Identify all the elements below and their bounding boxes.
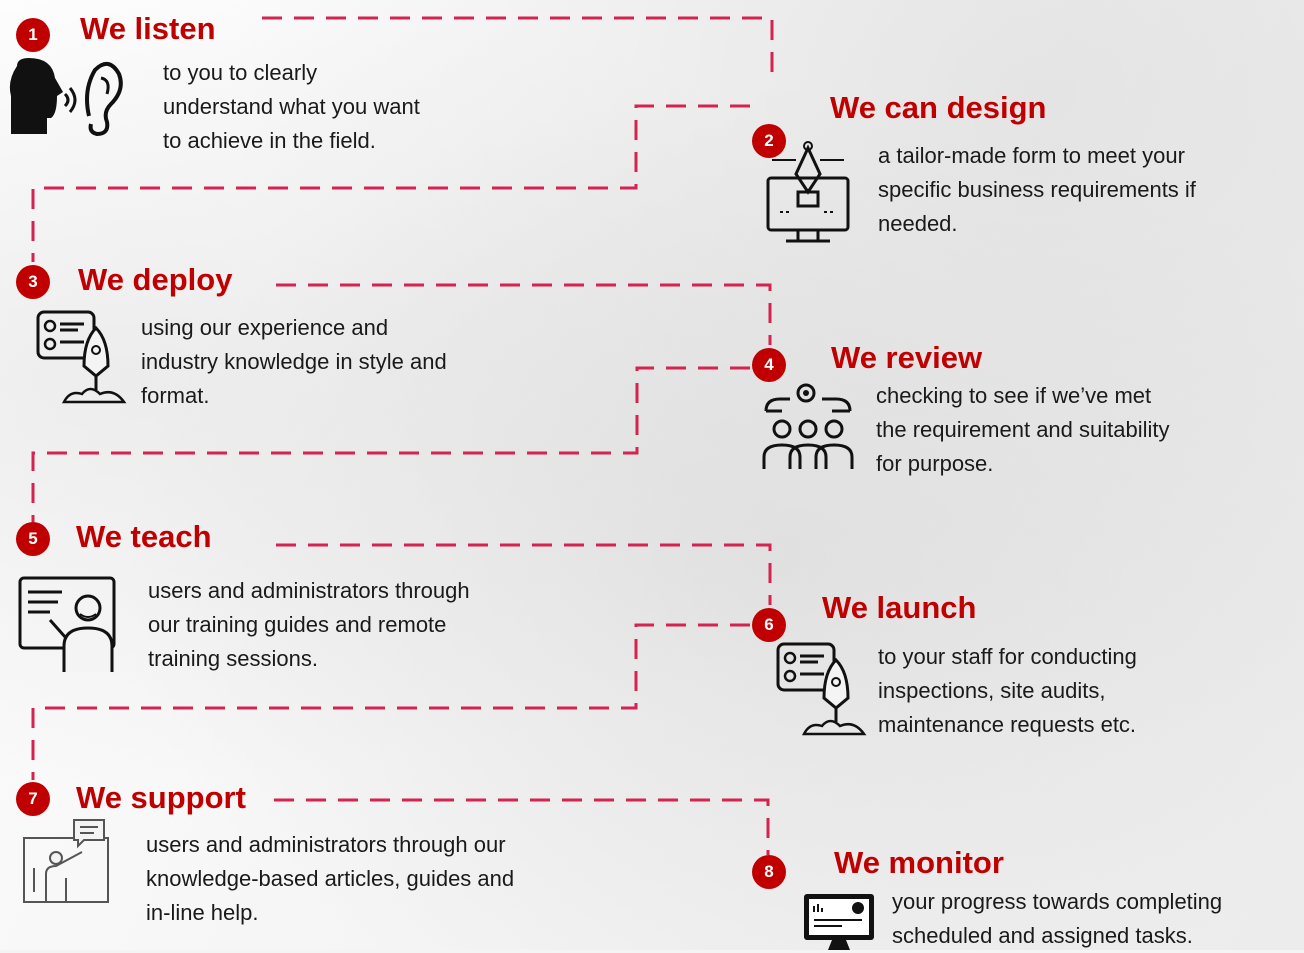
step-title: We support [76, 780, 246, 815]
checklist-rocket-icon [776, 642, 867, 736]
step-number-badge: 8 [752, 855, 786, 889]
desc-line: to your staff for conducting [878, 644, 1137, 669]
step-number: 1 [28, 25, 38, 44]
step-description: using our experience and industry knowle… [141, 311, 447, 413]
desc-line: for purpose. [876, 451, 994, 476]
desc-line: to you to clearly [163, 60, 318, 85]
step-number: 7 [28, 789, 38, 808]
desc-line: in-line help. [146, 900, 259, 925]
checklist-rocket-icon [36, 310, 127, 404]
desc-line: training sessions. [148, 646, 318, 671]
step-number: 4 [764, 355, 774, 374]
desc-line: your progress towards completing [892, 889, 1223, 914]
desc-line: specific business requirements if [878, 177, 1196, 202]
desc-line: needed. [878, 211, 958, 236]
step-number: 2 [764, 131, 774, 150]
step-number-badge: 5 [16, 522, 50, 556]
step-number: 3 [28, 272, 38, 291]
desc-line: users and administrators through our [146, 832, 506, 857]
step-title: We listen [80, 11, 216, 46]
step-title: We launch [822, 590, 977, 625]
desc-line: a tailor-made form to meet your [878, 143, 1185, 168]
desc-line: the requirement and suitability [876, 417, 1170, 442]
step-number-badge: 6 [752, 608, 786, 642]
step-number: 6 [764, 615, 774, 634]
step-title: We can design [830, 90, 1047, 125]
pen-monitor-icon [766, 141, 850, 243]
desc-line: industry knowledge in style and [141, 349, 447, 374]
step-title: We deploy [78, 262, 233, 297]
step-description: to you to clearly understand what you wa… [163, 56, 420, 158]
step-title: We teach [76, 519, 212, 554]
desc-line: inspections, site audits, [878, 678, 1106, 703]
presenter-icon [23, 819, 109, 903]
step-number-badge: 3 [16, 265, 50, 299]
desc-line: our training guides and remote [148, 612, 447, 637]
step-description: users and administrators through our kno… [146, 828, 514, 930]
step-title: We review [831, 340, 983, 375]
step-description: to your staff for conducting inspections… [878, 640, 1137, 742]
team-review-icon [762, 383, 854, 469]
desc-line: using our experience and [141, 315, 389, 340]
step-number: 5 [28, 529, 38, 548]
desc-line: scheduled and assigned tasks. [892, 923, 1193, 948]
step-description: a tailor-made form to meet your specific… [878, 139, 1196, 241]
step-description: users and administrators through our tra… [148, 574, 470, 676]
desc-line: checking to see if we’ve met [876, 383, 1152, 408]
step-number-badge: 7 [16, 782, 50, 816]
step-description: your progress towards completing schedul… [892, 885, 1222, 953]
desc-line: maintenance requests etc. [878, 712, 1137, 737]
step-number-badge: 2 [752, 124, 786, 158]
desc-line: format. [141, 383, 210, 408]
step-number-badge: 4 [752, 348, 786, 382]
desc-line: understand what you want [163, 94, 420, 119]
teacher-board-icon [18, 576, 116, 672]
speaking-ear-icon [9, 58, 123, 137]
desc-line: knowledge-based articles, guides and [146, 866, 515, 891]
desc-line: to achieve in the field. [163, 128, 376, 153]
step-number-badge: 1 [16, 18, 50, 52]
step-title: We monitor [834, 845, 1004, 880]
step-description: checking to see if we’ve met the require… [876, 379, 1170, 481]
dashboard-monitor-icon [804, 894, 874, 950]
desc-line: users and administrators through [148, 578, 470, 603]
step-number: 8 [764, 862, 774, 881]
